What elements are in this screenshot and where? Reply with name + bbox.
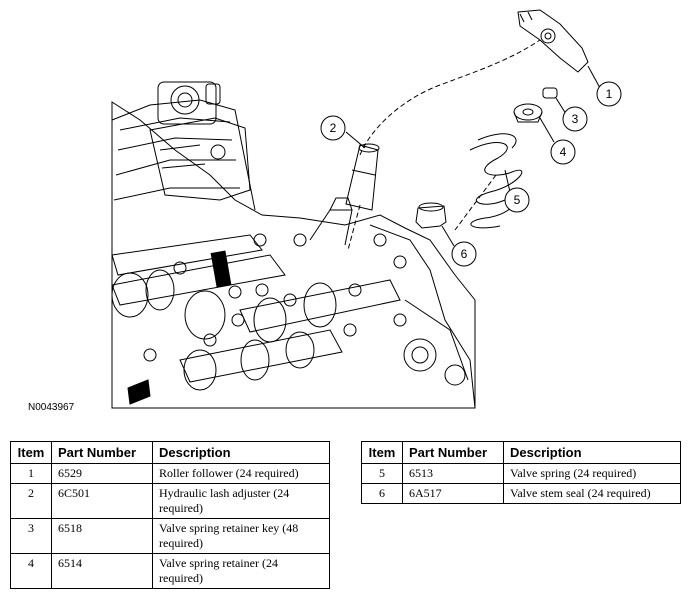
table-row: 4 6514 Valve spring retainer (24 require…	[10, 553, 330, 589]
valve-spring-part	[469, 133, 523, 229]
header-item: Item	[10, 441, 52, 464]
engine-valvetrain-illustration: 1 2 3 4 5 6	[111, 9, 622, 409]
callout-4-label: 4	[560, 145, 567, 159]
spring-retainer-part	[513, 103, 543, 123]
callout-6: 6	[451, 241, 477, 267]
cylinder-head-drawing	[111, 81, 476, 409]
callout-3-label: 3	[572, 112, 579, 126]
part-number-cell: 6513	[402, 463, 504, 484]
callout-3: 3	[562, 106, 588, 132]
part-number-cell: 6C501	[51, 483, 153, 519]
item-cell: 5	[361, 463, 403, 484]
callout-4: 4	[550, 139, 576, 165]
item-cell: 4	[10, 553, 52, 589]
parts-table-right: Item Part Number Description 5 6513 Valv…	[361, 441, 681, 504]
description-cell: Hydraulic lash adjuster (24 required)	[152, 483, 330, 519]
table-row: 6 6A517 Valve stem seal (24 required)	[361, 483, 681, 504]
callout-6-label: 6	[461, 247, 468, 261]
table-row: 3 6518 Valve spring retainer key (48 req…	[10, 518, 330, 554]
callout-2-label: 2	[330, 121, 337, 135]
item-cell: 1	[10, 463, 52, 484]
description-cell: Valve spring (24 required)	[503, 463, 681, 484]
table-row: 1 6529 Roller follower (24 required)	[10, 463, 330, 484]
table-row: 5 6513 Valve spring (24 required)	[361, 463, 681, 484]
header-part-number: Part Number	[51, 441, 153, 464]
retainer-key-part	[542, 87, 558, 99]
parts-table-left: Item Part Number Description 1 6529 Roll…	[10, 441, 330, 589]
table-header-row: Item Part Number Description	[361, 441, 681, 464]
table-row: 2 6C501 Hydraulic lash adjuster (24 requ…	[10, 483, 330, 519]
item-cell: 3	[10, 518, 52, 554]
hydraulic-lash-adjuster-part	[345, 143, 380, 211]
callout-1: 1	[596, 81, 622, 107]
description-cell: Valve spring retainer (24 required)	[152, 553, 330, 589]
callout-2: 2	[320, 115, 346, 141]
part-number-cell: 6514	[51, 553, 153, 589]
valve-stem-seal-part	[415, 202, 447, 229]
roller-follower-part	[517, 9, 589, 73]
part-number-cell: 6A517	[402, 483, 504, 504]
assembly-path-dashed	[359, 39, 541, 156]
callout-1-label: 1	[606, 87, 613, 101]
part-number-cell: 6518	[51, 518, 153, 554]
table-header-row: Item Part Number Description	[10, 441, 330, 464]
description-cell: Valve stem seal (24 required)	[503, 483, 681, 504]
description-cell: Roller follower (24 required)	[152, 463, 330, 484]
description-cell: Valve spring retainer key (48 required)	[152, 518, 330, 554]
header-description: Description	[152, 441, 330, 464]
callout-5-label: 5	[514, 193, 521, 207]
item-cell: 2	[10, 483, 52, 519]
callout-5: 5	[504, 187, 530, 213]
figure-id: N0043967	[28, 402, 75, 413]
part-number-cell: 6529	[51, 463, 153, 484]
item-cell: 6	[361, 483, 403, 504]
header-part-number: Part Number	[402, 441, 504, 464]
header-description: Description	[503, 441, 681, 464]
header-item: Item	[361, 441, 403, 464]
